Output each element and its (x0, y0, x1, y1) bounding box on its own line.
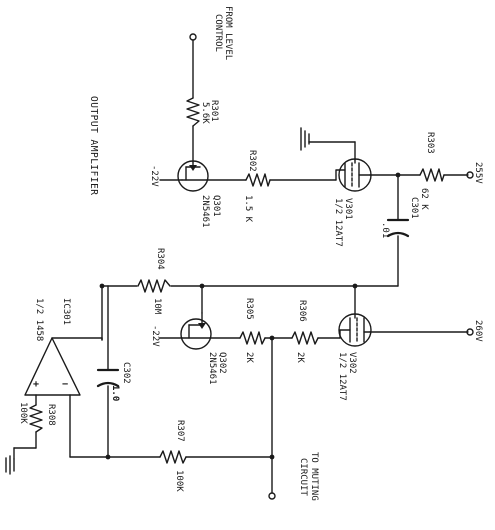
r302-ref: R302 (247, 150, 257, 172)
v301-part: 1/2 12AT7 (333, 198, 343, 247)
v302-supply: 260V (473, 320, 483, 342)
r302 (245, 173, 271, 187)
r301-value: 5.6K (200, 102, 210, 124)
r306-value: 2K (295, 352, 305, 363)
ic301-opamp: + − (24, 337, 103, 396)
r308-ref: R308 (46, 404, 56, 426)
ground-symbol-v301 (300, 127, 310, 151)
q302-part: 2N5461 (207, 352, 217, 385)
c302-ref: C302 (121, 362, 131, 384)
r305 (239, 331, 266, 345)
ic301-ref: IC301 (61, 298, 71, 325)
r306-ref: R306 (297, 300, 307, 322)
r304-ref: R304 (155, 248, 165, 270)
q301-supply: -22V (149, 165, 159, 187)
r307-value: 100K (174, 470, 184, 492)
v301-supply: 255V (473, 162, 483, 184)
r305-value: 2K (244, 352, 254, 363)
r308 (29, 404, 43, 433)
input-label-line1: FROM LEVEL (223, 6, 233, 60)
r301-ref: R301 (209, 100, 219, 122)
q301-transistor (177, 160, 209, 192)
ic301-minus-label: − (62, 379, 68, 390)
c301 (386, 218, 410, 238)
r306 (291, 331, 319, 345)
q301-part: 2N5461 (200, 195, 210, 228)
r303-value: 62 K (419, 188, 429, 210)
c302-value: 1.0 (110, 385, 120, 401)
output-label-line2: CIRCUIT (298, 458, 308, 497)
title-output-amplifier: OUTPUT AMPLIFIER (88, 96, 99, 196)
junctions (99, 172, 401, 460)
r301 (186, 97, 200, 127)
c302 (96, 368, 120, 388)
ground-symbol-r308 (5, 447, 15, 475)
r304-value: 10M (152, 298, 162, 315)
r307-ref: R307 (175, 420, 185, 442)
c301-ref: C301 (409, 197, 419, 219)
r307 (159, 450, 187, 464)
v301-tube (338, 158, 372, 192)
terminals (189, 33, 474, 500)
r304 (137, 279, 171, 293)
v302-part: 1/2 12AT7 (337, 352, 347, 401)
v301-ref: V301 (343, 198, 353, 220)
r303 (419, 168, 445, 182)
r302-value: 1.5 K (243, 195, 253, 223)
c301-value: .01 (380, 222, 390, 238)
q302-transistor (180, 312, 212, 350)
wires (13, 39, 469, 494)
ic301-part: 1/2 1458 (34, 298, 44, 341)
labels: OUTPUT AMPLIFIER FROM LEVEL CONTROL R301… (18, 6, 483, 501)
v302-ref: V302 (347, 352, 357, 374)
r305-ref: R305 (244, 298, 254, 320)
q302-supply: -22V (150, 325, 160, 347)
output-label-line1: TO MUTING (309, 452, 319, 501)
r308-value: 100K (18, 402, 28, 424)
q302-ref: Q302 (217, 352, 227, 374)
v302-tube (338, 313, 372, 347)
input-label-line2: CONTROL (213, 14, 223, 52)
q301-ref: Q301 (211, 195, 221, 217)
ic301-plus-label: + (33, 379, 39, 390)
r303-ref: R303 (425, 132, 435, 154)
